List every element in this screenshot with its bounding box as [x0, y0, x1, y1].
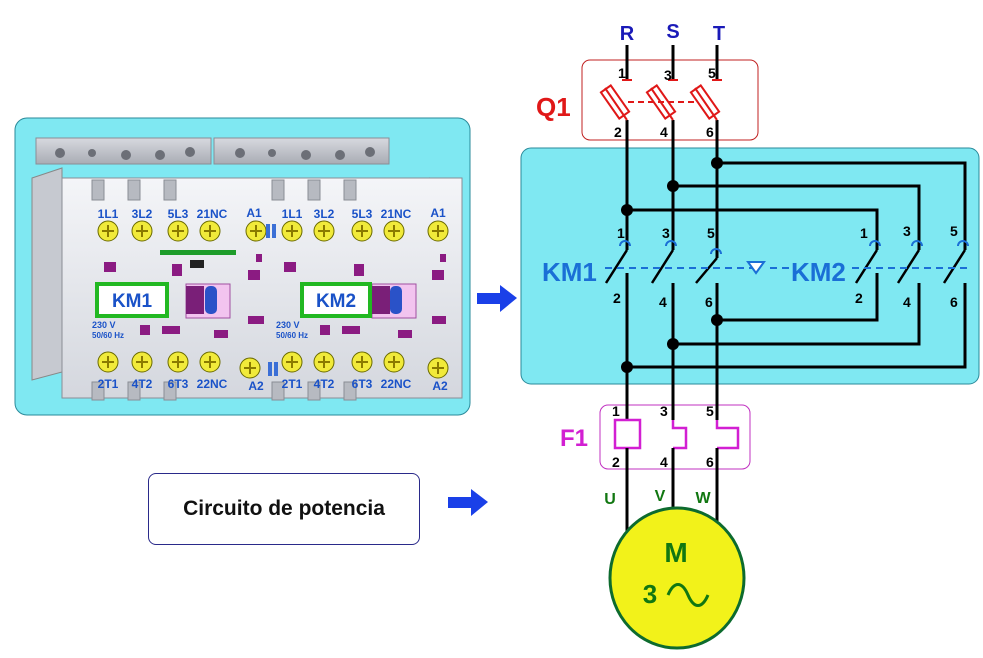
motor-phase-label: W — [695, 490, 711, 507]
phase-label: R — [620, 23, 635, 45]
terminal-number: 3 — [903, 223, 911, 239]
terminal-label: 2T1 — [282, 377, 303, 391]
caption-box: Circuito de potencia — [148, 473, 420, 545]
contactor-label-km1: KM1 — [542, 257, 597, 287]
terminal-label: 5L3 — [352, 207, 373, 221]
contactor-contacts — [619, 240, 969, 255]
motor-phase-label: V — [655, 488, 666, 505]
terminal-label: A1 — [430, 206, 446, 220]
terminal-label: 3L2 — [132, 207, 153, 221]
device-unit-freq: 50/60 Hz — [92, 331, 124, 340]
device-unit-label: KM2 — [316, 291, 356, 312]
motor-phase-label: U — [604, 491, 616, 508]
terminal-number: 2 — [855, 290, 863, 306]
terminal-label: 6T3 — [352, 377, 373, 391]
relay-symbol — [613, 418, 740, 450]
breaker-box — [581, 59, 759, 141]
terminal-number: 1 — [612, 403, 620, 419]
terminal-label: 1L1 — [98, 207, 119, 221]
terminal-label: A1 — [246, 206, 262, 220]
device-unit-km2: KM2 230 V 50/60 Hz — [276, 282, 372, 340]
contactor-label-km2: KM2 — [791, 257, 846, 287]
terminal-number: 4 — [660, 454, 668, 470]
motor-letter: M — [664, 537, 687, 568]
terminal-number: 5 — [706, 403, 714, 419]
interlock-icon — [746, 261, 766, 275]
terminal-label: 1L1 — [282, 207, 303, 221]
terminal-number: 4 — [659, 294, 667, 310]
terminal-number: 4 — [660, 124, 668, 140]
device-unit-rating: 230 V — [92, 320, 116, 330]
terminal-number: 6 — [950, 294, 958, 310]
device-terminal-labels: 1L1 3L2 5L3 21NC A1 1L1 3L2 5L3 21NC A1 … — [98, 206, 448, 393]
motor-symbol — [608, 506, 746, 650]
terminal-number: 6 — [705, 294, 713, 310]
terminal-label: A2 — [248, 379, 264, 393]
terminal-number: 2 — [614, 124, 622, 140]
terminal-label: 22NC — [197, 377, 228, 391]
motor-phase-count: 3 — [643, 579, 657, 609]
terminal-label: 4T2 — [132, 377, 153, 391]
terminal-label: 2T1 — [98, 377, 119, 391]
relay-box — [599, 404, 751, 470]
arrow-right-icon — [477, 285, 517, 312]
terminal-number: 3 — [662, 225, 670, 241]
terminal-number: 6 — [706, 454, 714, 470]
terminal-label: 4T2 — [314, 377, 335, 391]
phase-label: S — [666, 21, 679, 43]
terminal-number: 5 — [950, 223, 958, 239]
terminal-number: 1 — [860, 225, 868, 241]
terminal-number: 5 — [708, 65, 716, 81]
device-unit-km1: KM1 230 V 50/60 Hz — [92, 282, 169, 340]
wiring-junctions — [621, 157, 723, 373]
terminal-number: 3 — [660, 403, 668, 419]
breaker-symbol — [599, 79, 722, 121]
terminal-number: 1 — [617, 225, 625, 241]
contactor-device — [31, 137, 463, 401]
terminal-label: 21NC — [381, 207, 412, 221]
terminal-label: 6T3 — [168, 377, 189, 391]
device-unit-label: KM1 — [112, 291, 153, 312]
terminal-label: 5L3 — [168, 207, 189, 221]
terminal-number: 4 — [903, 294, 911, 310]
terminal-number: 2 — [613, 290, 621, 306]
device-unit-freq: 50/60 Hz — [276, 331, 308, 340]
relay-label: F1 — [560, 425, 588, 452]
terminal-number: 6 — [706, 124, 714, 140]
relay-wiring — [625, 448, 719, 460]
terminal-label: 22NC — [381, 377, 412, 391]
terminal-label: 3L2 — [314, 207, 335, 221]
terminal-number: 5 — [707, 225, 715, 241]
terminal-label: A2 — [432, 379, 448, 393]
caption-text: Circuito de potencia — [183, 497, 385, 520]
terminal-number: 3 — [664, 67, 672, 83]
terminal-number: 1 — [618, 65, 626, 81]
arrow-right-icon — [448, 489, 488, 516]
terminal-label: 21NC — [197, 207, 228, 221]
phase-label: T — [713, 23, 725, 45]
device-unit-rating: 230 V — [276, 320, 300, 330]
contactor-switches — [604, 249, 967, 284]
breaker-label: Q1 — [536, 92, 571, 122]
terminal-number: 2 — [612, 454, 620, 470]
